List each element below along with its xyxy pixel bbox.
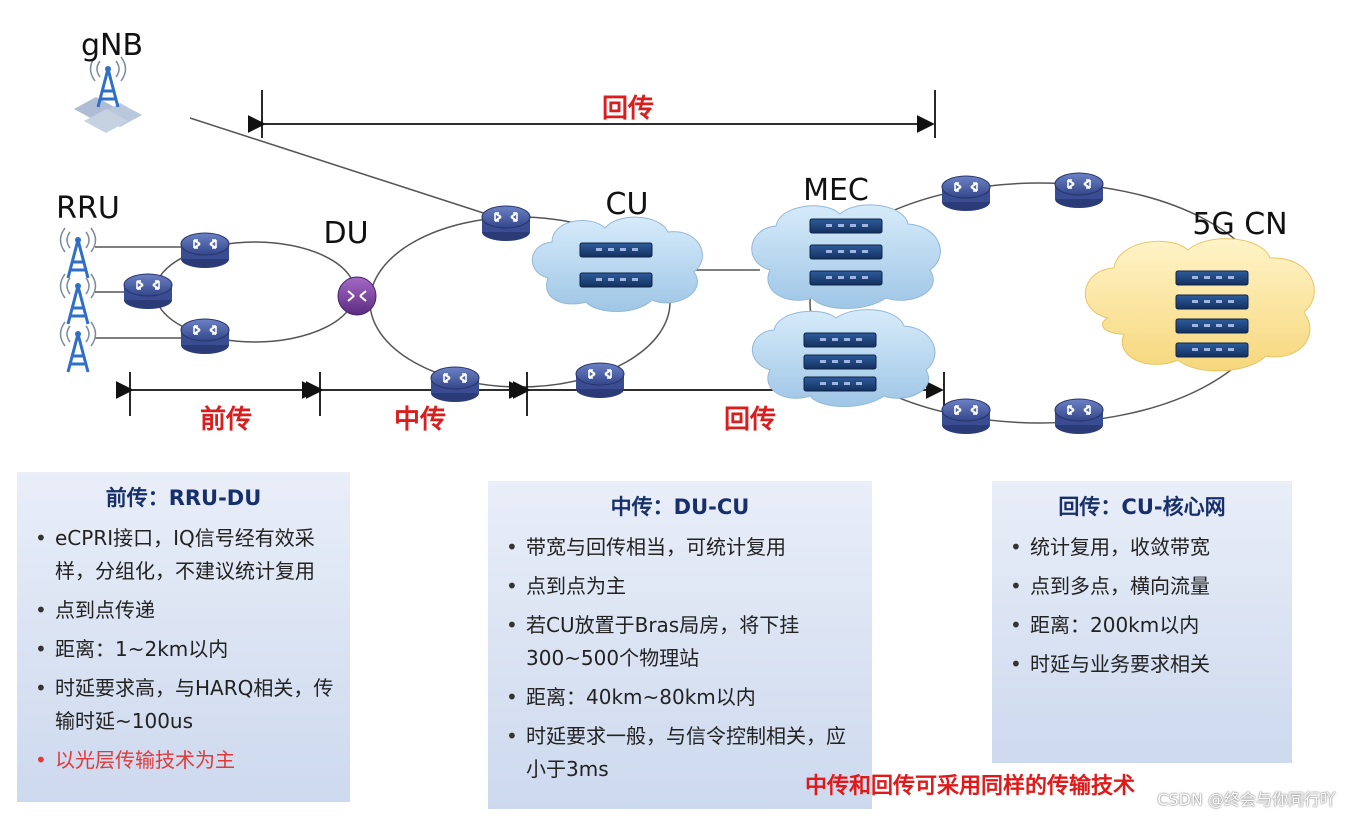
list-item: eCPRI接口，IQ信号经有效采样，分组化，不建议统计复用 [33, 522, 334, 588]
server-icon [809, 244, 883, 260]
router-icon [123, 273, 173, 310]
server-icon [579, 272, 653, 288]
gnb-label: gNB [81, 28, 143, 63]
mec-cloud-upper [751, 204, 941, 309]
mec-cloud-lower [752, 309, 936, 407]
fronthaul-panel-title: 前传：RRU-DU [105, 486, 262, 510]
router-icon [1054, 398, 1104, 435]
rru-tower-icon [59, 320, 97, 374]
list-item: 带宽与回传相当，可统计复用 [504, 531, 856, 564]
cu-cloud [531, 216, 703, 312]
list-item: 点到多点，横向流量 [1008, 570, 1276, 603]
gnb-node [74, 55, 142, 133]
du-label: DU [323, 216, 368, 251]
router-icon [180, 318, 230, 355]
backhaul-panel-list: 统计复用，收敛带宽 点到多点，横向流量 距离：200km以内 时延与业务要求相关 [1008, 531, 1276, 681]
backhaul-panel: 回传：CU-核心网 统计复用，收敛带宽 点到多点，横向流量 距离：200km以内… [992, 481, 1292, 763]
server-icon [809, 270, 883, 286]
list-item: 若CU放置于Bras局房，将下挂300~500个物理站 [504, 609, 856, 675]
segment-label-fronthaul: 前传 [200, 404, 252, 435]
list-item: 距离：40km~80km以内 [504, 681, 856, 714]
du-router-icon [337, 276, 377, 316]
list-item: 点到点为主 [504, 570, 856, 603]
router-icon [941, 175, 991, 212]
rru-tower-icon [59, 272, 97, 326]
server-icon [803, 354, 877, 370]
list-item: 以光层传输技术为主 [33, 744, 334, 777]
server-icon [1175, 342, 1249, 358]
segment-label-midhaul: 中传 [394, 405, 446, 435]
core-label: 5G CN [1192, 207, 1287, 242]
midhaul-panel-list: 带宽与回传相当，可统计复用 点到点为主 若CU放置于Bras局房，将下挂300~… [504, 531, 856, 786]
list-item: 点到点传递 [33, 594, 334, 627]
fronthaul-panel-list: eCPRI接口，IQ信号经有效采样，分组化，不建议统计复用 点到点传递 距离：1… [33, 522, 334, 777]
router-icon [180, 232, 230, 269]
router-icon [1054, 172, 1104, 209]
router-icon [481, 205, 531, 242]
server-icon [803, 332, 877, 348]
router-icon [430, 366, 480, 403]
gnb-uplink [189, 117, 506, 221]
fronthaul-panel: 前传：RRU-DU eCPRI接口，IQ信号经有效采样，分组化，不建议统计复用 … [17, 472, 350, 802]
list-item: 距离：1~2km以内 [33, 633, 334, 666]
mec-label: MEC [803, 173, 869, 208]
cu-label: CU [606, 187, 649, 222]
rru-tower-icon [59, 226, 97, 280]
server-icon [1175, 294, 1249, 310]
list-item: 距离：200km以内 [1008, 609, 1276, 642]
router-icon [575, 362, 625, 399]
backhaul-panel-title: 回传：CU-核心网 [1058, 495, 1226, 519]
list-item: 时延与业务要求相关 [1008, 648, 1276, 681]
server-icon [809, 218, 883, 234]
list-item: 时延要求一般，与信令控制相关，应小于3ms [504, 720, 856, 786]
shared-technology-note: 中传和回传可采用同样的传输技术 [805, 774, 1136, 799]
router-icon [941, 398, 991, 435]
server-icon [579, 242, 653, 258]
rru-label: RRU [56, 191, 120, 226]
watermark: CSDN @终会与你同行吖 [1157, 790, 1336, 809]
list-item: 时延要求高，与HARQ相关，传输时延~100us [33, 672, 334, 738]
midhaul-panel: 中传：DU-CU 带宽与回传相当，可统计复用 点到点为主 若CU放置于Bras局… [488, 481, 872, 809]
midhaul-panel-title: 中传：DU-CU [610, 495, 750, 519]
server-icon [803, 376, 877, 392]
core-cloud [1084, 238, 1315, 372]
segment-label-backhaul-bottom: 回传 [724, 405, 776, 435]
server-icon [1175, 270, 1249, 286]
list-item: 统计复用，收敛带宽 [1008, 531, 1276, 564]
segment-label-backhaul-top: 回传 [602, 94, 654, 124]
server-icon [1175, 318, 1249, 334]
